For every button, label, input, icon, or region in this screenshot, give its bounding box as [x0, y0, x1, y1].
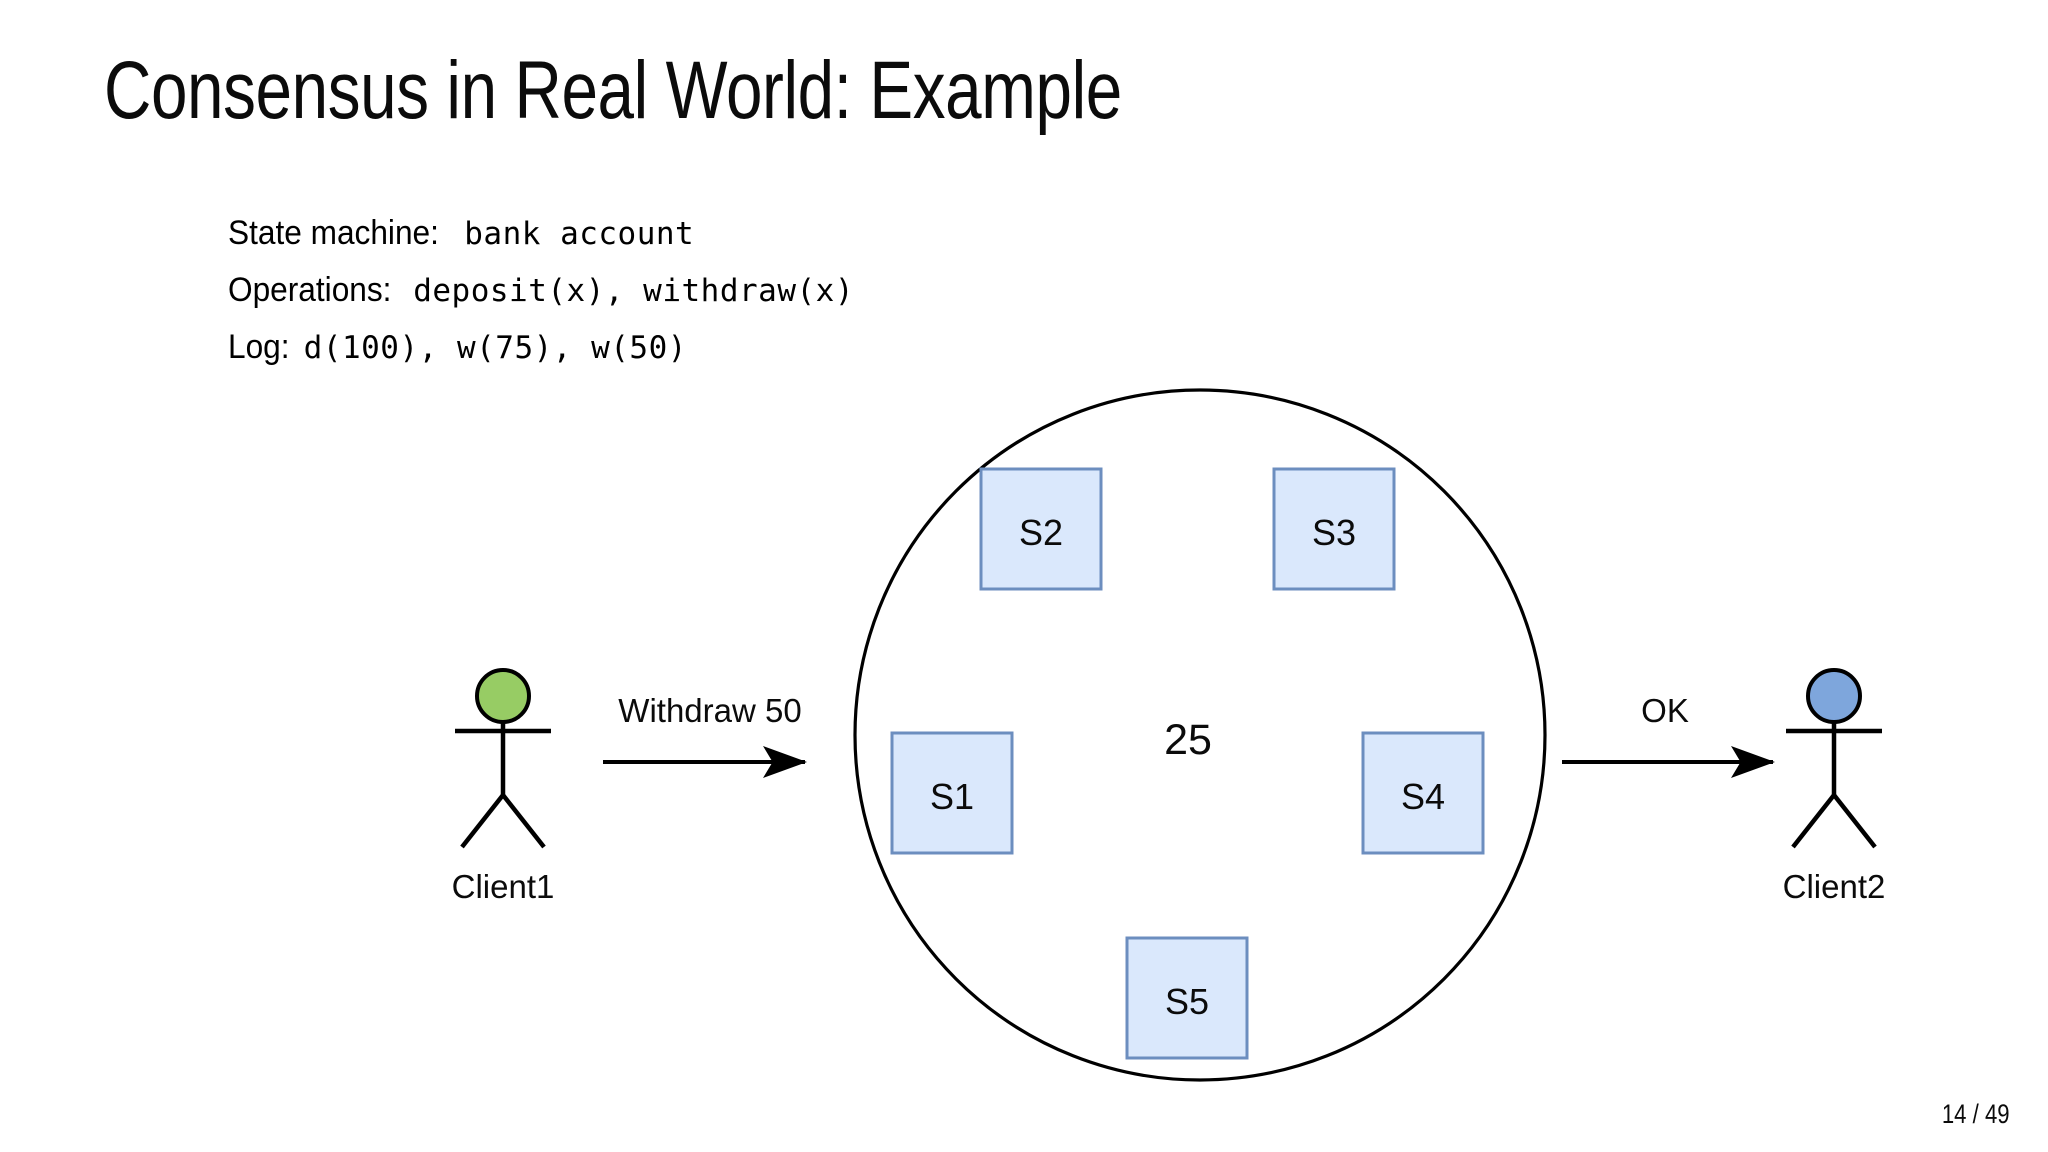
actor-label-client2: Client2: [1783, 868, 1886, 905]
server-label-s2: S2: [1019, 512, 1063, 553]
cluster-boundary-circle: [853, 388, 1547, 1082]
server-label-s3: S3: [1312, 512, 1356, 553]
spec-line-operations: Operations: deposit(x), withdraw(x): [228, 262, 854, 319]
server-label-s5: S5: [1165, 981, 1209, 1022]
client1-head-icon: [475, 668, 531, 724]
server-node-s2[interactable]: S2: [979, 467, 1103, 591]
server-node-s1[interactable]: S1: [890, 731, 1014, 855]
actor-client1[interactable]: Client1: [452, 668, 555, 905]
server-node-s4[interactable]: S4: [1361, 731, 1485, 855]
server-node-s3[interactable]: S3: [1272, 467, 1396, 591]
spec-value-operations: deposit(x), withdraw(x): [413, 273, 854, 309]
replicated-state-value: 25: [1164, 716, 1212, 764]
spec-value-state-machine: bank account: [464, 216, 695, 252]
server-label-s4: S4: [1401, 776, 1445, 817]
client2-head-icon: [1806, 668, 1862, 724]
message-label-response: OK: [1641, 692, 1689, 729]
spec-line-state-machine: State machine: bank account: [228, 205, 854, 262]
message-arrow-response: OK: [1562, 692, 1775, 778]
page-indicator: 14 / 49: [1942, 1099, 2010, 1129]
spec-label-operations: Operations:: [228, 271, 392, 309]
actor-client2[interactable]: Client2: [1783, 668, 1886, 905]
message-arrow-request: Withdraw 50: [603, 692, 807, 778]
spec-value-log: d(100), w(75), w(50): [303, 330, 687, 366]
server-node-s5[interactable]: S5: [1125, 936, 1249, 1060]
state-machine-spec: State machine: bank account Operations: …: [228, 205, 854, 376]
message-label-request: Withdraw 50: [618, 692, 801, 729]
actor-label-client1: Client1: [452, 868, 555, 905]
server-label-s1: S1: [930, 776, 974, 817]
spec-label-log: Log:: [228, 328, 290, 366]
page-title: Consensus in Real World: Example: [104, 45, 1122, 136]
spec-line-log: Log: d(100), w(75), w(50): [228, 319, 854, 376]
spec-label-state-machine: State machine:: [228, 214, 439, 252]
